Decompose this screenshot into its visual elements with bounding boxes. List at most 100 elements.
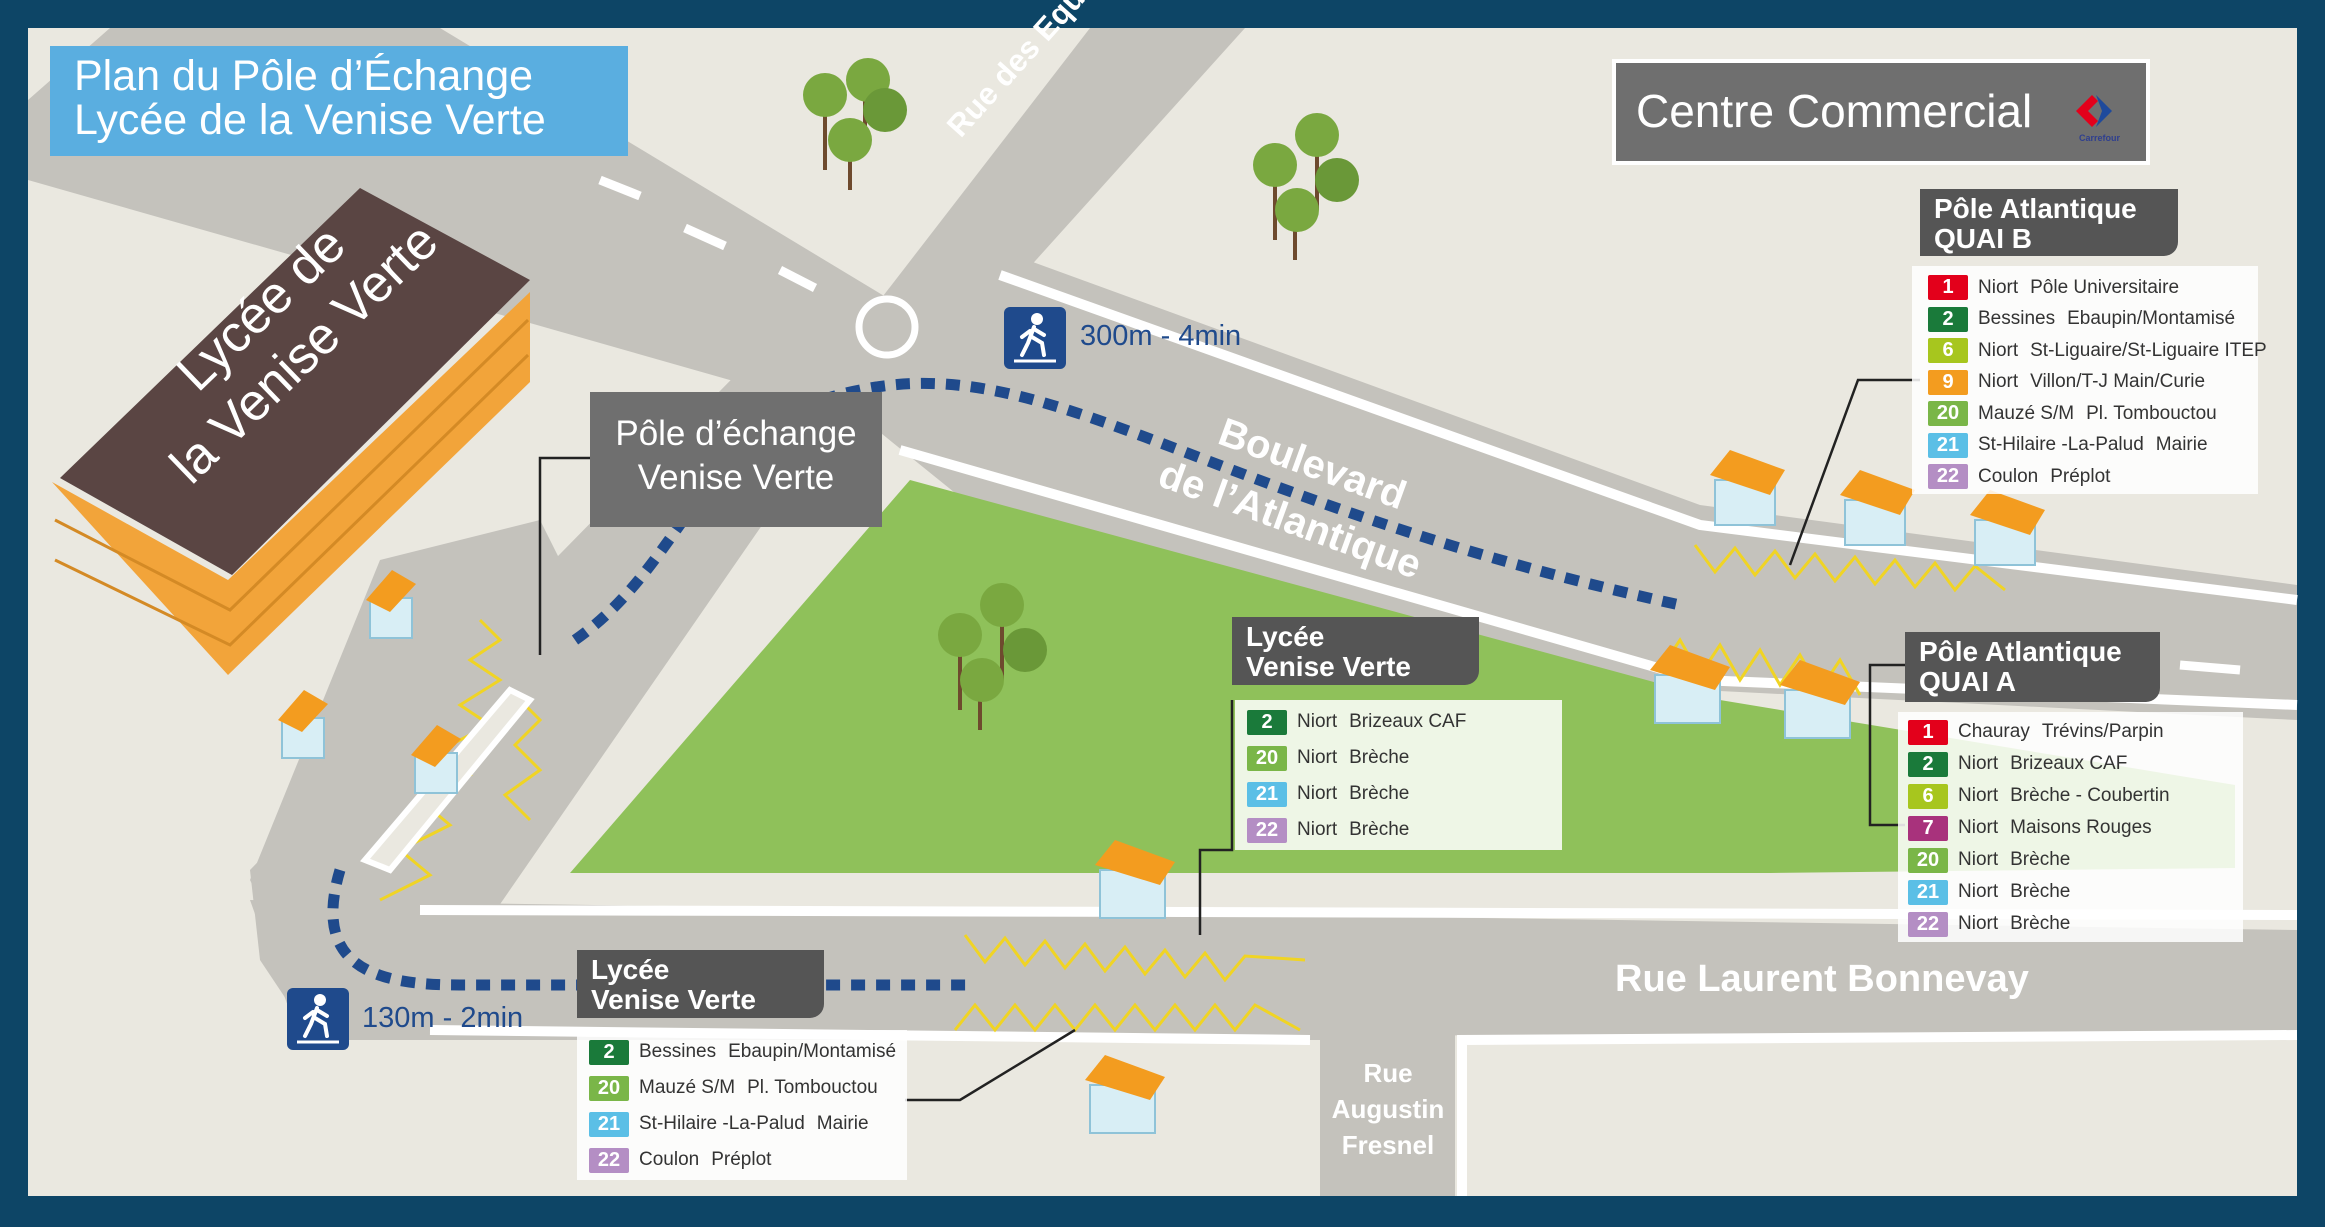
line-badge: 6: [1908, 783, 1948, 809]
line-destination: Pl. Tombouctou: [2086, 402, 2217, 424]
line-row: 21 Niort Brèche: [1908, 876, 2243, 908]
line-badge: 21: [1908, 879, 1948, 905]
curb-north-boulevard: [998, 270, 2298, 605]
line-row: 22 Coulon Préplot: [589, 1142, 907, 1178]
leader-pole-echange: [538, 456, 590, 655]
line-destination: Villon/T-J Main/Curie: [2030, 371, 2206, 393]
line-destination: Brèche: [1349, 783, 1410, 804]
line-destination: Ebaupin/Montamisé: [728, 1041, 897, 1062]
line-row: 21 St-Hilaire -La-Palud Mairie: [1928, 430, 2258, 462]
shelter: [1710, 450, 1785, 526]
line-badge: 9: [1928, 369, 1968, 395]
line-destination: Brèche: [2010, 849, 2071, 870]
walk-distance-south: 130m - 2min: [362, 1002, 524, 1034]
line-city: Bessines: [639, 1041, 717, 1062]
leader-quai-b: [1788, 378, 1920, 566]
shelter: [366, 570, 416, 639]
line-destination: Trévins/Parpin: [2041, 721, 2164, 742]
shelter: [411, 725, 461, 794]
stop-header-quai-b-line2: QUAI B: [1934, 223, 2032, 254]
line-destination: Préplot: [711, 1149, 772, 1170]
line-destination: Ebaupin/Montamisé: [2067, 308, 2236, 330]
line-city: Chauray: [1958, 721, 2030, 742]
pedestrian-icon-north: [1004, 307, 1066, 369]
line-badge: 2: [1908, 751, 1948, 777]
stop-header-quai-a: Pôle Atlantique QUAI A: [1905, 632, 2160, 702]
pole-echange-line2: Venise Verte: [637, 458, 835, 497]
line-city: Niort: [1297, 711, 1338, 732]
leader-lycee-center: [1198, 700, 1234, 935]
line-destination: Mairie: [816, 1113, 869, 1134]
stop-header-lycee-center-line1: Lycée: [1246, 621, 1325, 652]
building-stripe: [54, 353, 530, 647]
line-city: Niort: [1958, 817, 1999, 838]
pedestrian-icon: [1014, 313, 1056, 363]
line-badge: 21: [1247, 781, 1287, 807]
walking-paths: [327, 377, 1682, 991]
line-city: Niort: [1958, 881, 1999, 902]
line-city: Coulon: [1978, 465, 2039, 487]
line-row: 22 Niort Brèche: [1247, 812, 1562, 848]
dash: [598, 175, 642, 201]
tree-cluster: [1253, 113, 1359, 260]
line-row: 20 Niort Brèche: [1908, 844, 2243, 876]
line-row: 20 Mauzé S/M Pl. Tombouctou: [589, 1070, 907, 1106]
lines-panel-lycee-south: 2 Bessines Ebaupin/Montamisé 20 Mauzé S/…: [577, 1030, 907, 1180]
line-row: 2 Bessines Ebaupin/Montamisé: [1928, 304, 2258, 336]
line-badge: 22: [1908, 911, 1948, 937]
stop-header-quai-b-line1: Pôle Atlantique: [1934, 193, 2137, 224]
map-title-line2: Lycée de la Venise Verte: [74, 96, 546, 144]
line-city: Niort: [1297, 783, 1338, 804]
line-row: 1 Niort Pôle Universitaire: [1928, 272, 2258, 304]
stop-header-lycee-south-line2: Venise Verte: [591, 984, 757, 1015]
line-city: Bessines: [1978, 308, 2056, 330]
line-badge: 1: [1908, 719, 1948, 745]
shelter: [278, 690, 328, 759]
bus-shelters: [278, 450, 2045, 1134]
line-badge: 20: [1908, 847, 1948, 873]
shelter: [1840, 470, 1915, 546]
map-title-line1: Plan du Pôle d’Échange: [74, 52, 534, 100]
line-row: 2 Bessines Ebaupin/Montamisé: [589, 1034, 907, 1070]
stop-header-quai-b: Pôle Atlantique QUAI B: [1920, 189, 2178, 256]
roundabout: [855, 295, 919, 359]
line-badge: 22: [1247, 817, 1287, 843]
fresnel-line2: Augustin: [1331, 1094, 1445, 1124]
line-row: 9 Niort Villon/T-J Main/Curie: [1928, 367, 2258, 399]
line-destination: Brizeaux CAF: [1349, 711, 1467, 732]
line-city: Niort: [1978, 276, 2019, 298]
line-row: 21 Niort Brèche: [1247, 776, 1562, 812]
line-city: Coulon: [639, 1149, 700, 1170]
line-destination: Brèche: [1349, 819, 1410, 840]
tree-cluster: [803, 58, 907, 190]
zigzag-center: [963, 934, 1306, 983]
line-city: St-Hilaire -La-Palud: [639, 1113, 805, 1134]
zigzag-south: [953, 1002, 1301, 1033]
line-city: Niort: [1297, 819, 1338, 840]
dash: [777, 265, 818, 293]
shelter: [1970, 490, 2045, 566]
line-row: 6 Niort Brèche - Coubertin: [1908, 780, 2243, 812]
lines-panel-quai-b: 1 Niort Pôle Universitaire 2 Bessines Eb…: [1912, 266, 2267, 494]
zigzag-bay-inner: [502, 698, 543, 822]
leader-lycee-south: [905, 1028, 1076, 1102]
line-row: 7 Niort Maisons Rouges: [1908, 812, 2243, 844]
building-stripe: [54, 318, 530, 612]
fresnel-line1: Rue: [1363, 1058, 1413, 1088]
curb-fresnel-east: [1457, 1030, 2298, 1196]
shelter: [1780, 660, 1860, 739]
walk-distance-north: 300m - 4min: [1080, 320, 1242, 352]
leader-quai-a: [1868, 663, 1905, 827]
line-destination: Mairie: [2155, 434, 2208, 456]
pole-echange-label: Pôle d’échange Venise Verte: [590, 392, 882, 527]
line-destination: Maisons Rouges: [2010, 817, 2152, 838]
dash: [683, 223, 727, 251]
line-badge: 2: [1247, 709, 1287, 735]
lycee-building: [52, 188, 530, 675]
dash: [2179, 660, 2241, 675]
line-city: Niort: [1958, 753, 1999, 774]
line-badge: 2: [1928, 306, 1968, 332]
road-rue-augustin-fresnel: [1320, 1035, 1455, 1196]
line-destination: Brèche: [2010, 881, 2071, 902]
